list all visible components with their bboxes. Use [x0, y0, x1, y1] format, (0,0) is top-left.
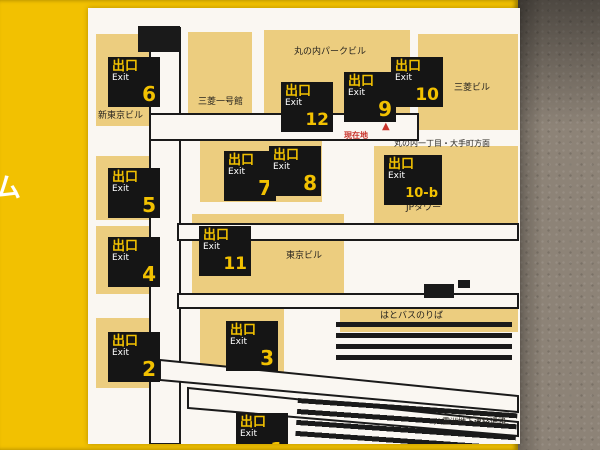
label-mitsubishi-ichigokan: 三菱一号館	[198, 97, 244, 107]
exit-badge-4: 出口 Exit 4	[108, 237, 160, 287]
label-tokyo-building: 東京ビル	[286, 251, 323, 261]
current-location-label: 現在地	[344, 131, 368, 140]
exit-badge-1: 出口 Exit 1	[236, 413, 288, 444]
exit-badge-12: 出口 Exit 12	[281, 82, 333, 132]
wall-shadow	[518, 0, 600, 450]
exit-label-en: Exit	[112, 184, 130, 194]
exit-number: 8	[303, 171, 317, 195]
exit-label-en: Exit	[273, 162, 291, 172]
exit-number: 1	[270, 440, 284, 444]
exit-badge-5: 出口 Exit 5	[108, 168, 160, 218]
exit-badge-11: 出口 Exit 11	[199, 226, 251, 276]
exit-label-en: Exit	[112, 253, 130, 263]
exit-label-en: Exit	[230, 337, 248, 347]
exit-label-en: Exit	[348, 88, 366, 98]
exit-badge-10: 出口 Exit 10	[391, 57, 443, 107]
exit-number: 9	[378, 97, 392, 121]
platform-hatch-upper	[336, 322, 512, 360]
exit-label-en: Exit	[203, 242, 221, 252]
exit-label-jp: 出口	[230, 323, 257, 338]
exit-label-jp: 出口	[388, 157, 415, 172]
exit-label-jp: 出口	[228, 153, 255, 168]
exit-badge-10b: 出口 Exit 10-b	[384, 155, 442, 205]
exit-badge-8: 出口 Exit 8	[269, 146, 321, 196]
exit-label-jp: 出口	[395, 59, 422, 74]
exit-number: 5	[142, 193, 156, 217]
label-marunouchi-park-building: 丸の内パークビル	[294, 47, 367, 57]
label-jp-tower: JPタワー	[406, 203, 442, 213]
exit-badge-6: 出口 Exit 6	[108, 57, 160, 107]
exit-label-jp: 出口	[240, 415, 267, 430]
exit-label-jp: 出口	[348, 74, 375, 89]
exit-badge-7: 出口 Exit 7	[224, 151, 276, 201]
exit-number: 12	[305, 110, 329, 130]
label-shin-tokyo-building: 新東京ビル	[98, 111, 144, 121]
exit-number: 11	[223, 254, 247, 274]
label-yaesu-passage: 八重洲地下連絡通路	[434, 417, 506, 426]
exit-number: 6	[142, 82, 156, 106]
exit-label-en: Exit	[395, 73, 413, 83]
current-location-marker-icon: ▲	[382, 121, 390, 132]
exit-label-en: Exit	[285, 98, 303, 108]
exit-number: 10	[415, 85, 439, 105]
exit-label-jp: 出口	[112, 239, 139, 254]
exit-number: 7	[258, 176, 272, 200]
exit-label-en: Exit	[112, 73, 130, 83]
exit-label-en: Exit	[388, 171, 406, 181]
exit-label-jp: 出口	[112, 170, 139, 185]
exit-number: 4	[142, 262, 156, 286]
station-exit-map: 丸の内パークビル 三菱一号館 三菱ビル 新東京ビル JPタワー 東京ビル はとバ…	[88, 8, 520, 444]
exit-number: 2	[142, 357, 156, 381]
exit-label-en: Exit	[228, 167, 246, 177]
wall-background	[518, 0, 600, 450]
exit-label-jp: 出口	[203, 228, 230, 243]
exit-number: 3	[260, 346, 274, 370]
sign-side-text: ム	[0, 173, 21, 204]
exit-map-sign: ム	[0, 0, 520, 450]
label-hatobus-boarding: はとバスのりば	[380, 311, 444, 321]
exit-label-en: Exit	[240, 429, 258, 439]
exit-badge-2: 出口 Exit 2	[108, 332, 160, 382]
exit-label-jp: 出口	[285, 84, 312, 99]
exit-label-jp: 出口	[112, 59, 139, 74]
label-mitsubishi-building: 三菱ビル	[454, 83, 491, 93]
exit-badge-9: 出口 Exit 9	[344, 72, 396, 122]
exit-label-jp: 出口	[112, 334, 139, 349]
exit-number: 10-b	[405, 186, 438, 201]
exit-label-jp: 出口	[273, 148, 300, 163]
exit-label-en: Exit	[112, 348, 130, 358]
label-direction-marunouchi-otemachi: 丸の内一丁目・大手町方面	[394, 139, 490, 148]
exit-badge-3: 出口 Exit 3	[226, 321, 278, 371]
